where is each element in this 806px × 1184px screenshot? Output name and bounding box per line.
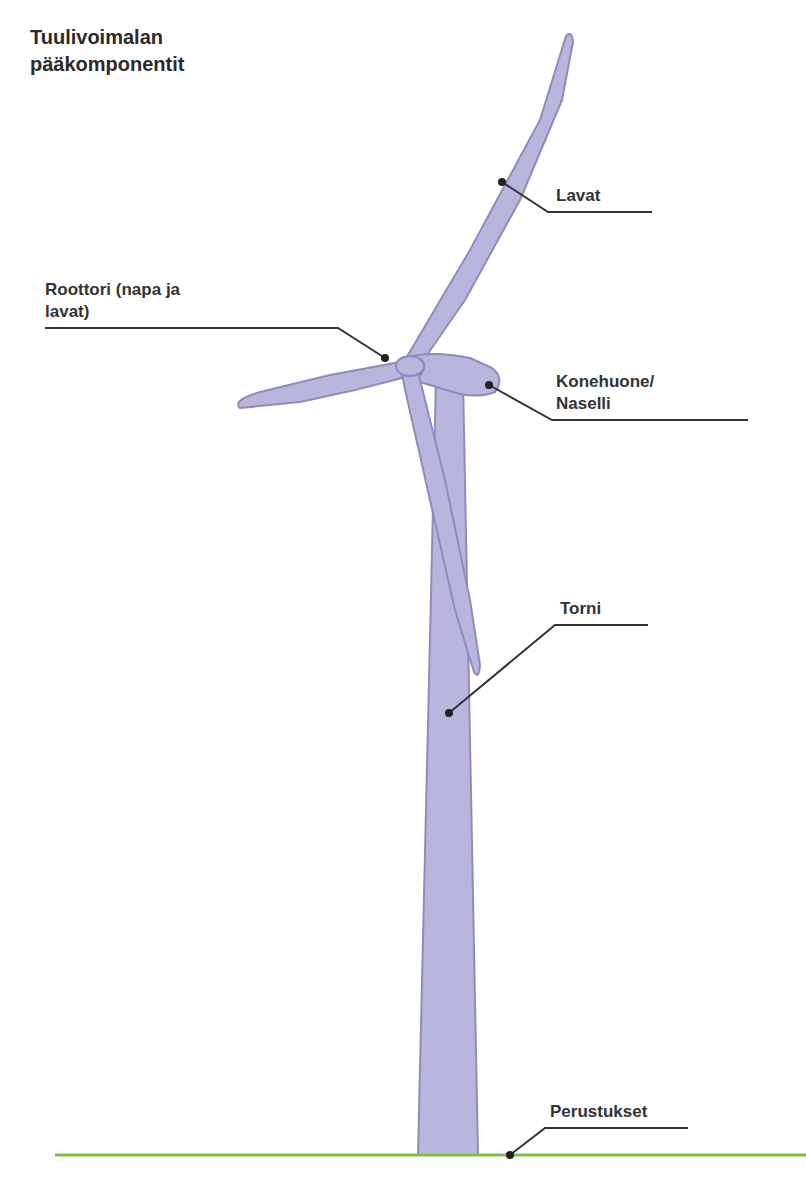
leader-line (502, 182, 652, 212)
leader-dot (506, 1151, 514, 1159)
part-label: Perustukset (550, 1101, 647, 1123)
leader-dot (381, 354, 389, 362)
part-label: Torni (560, 598, 601, 620)
diagram-title: Tuulivoimalan pääkomponentit (30, 24, 230, 78)
part-label: Roottori (napa ja lavat) (45, 279, 185, 323)
hub-ring (420, 358, 424, 376)
part-label: Konehuone/ Naselli (556, 371, 676, 415)
leader-line (510, 1128, 688, 1155)
leader-dot (498, 178, 506, 186)
ground-line (55, 1154, 806, 1157)
blade-up (405, 34, 573, 368)
leader-dot (485, 381, 493, 389)
hub (396, 356, 424, 376)
part-label: Lavat (556, 185, 600, 207)
leader-line (45, 328, 385, 358)
leader-dot (445, 709, 453, 717)
leader-line (449, 625, 648, 713)
blade-left (238, 362, 402, 408)
blade-down (402, 372, 480, 675)
